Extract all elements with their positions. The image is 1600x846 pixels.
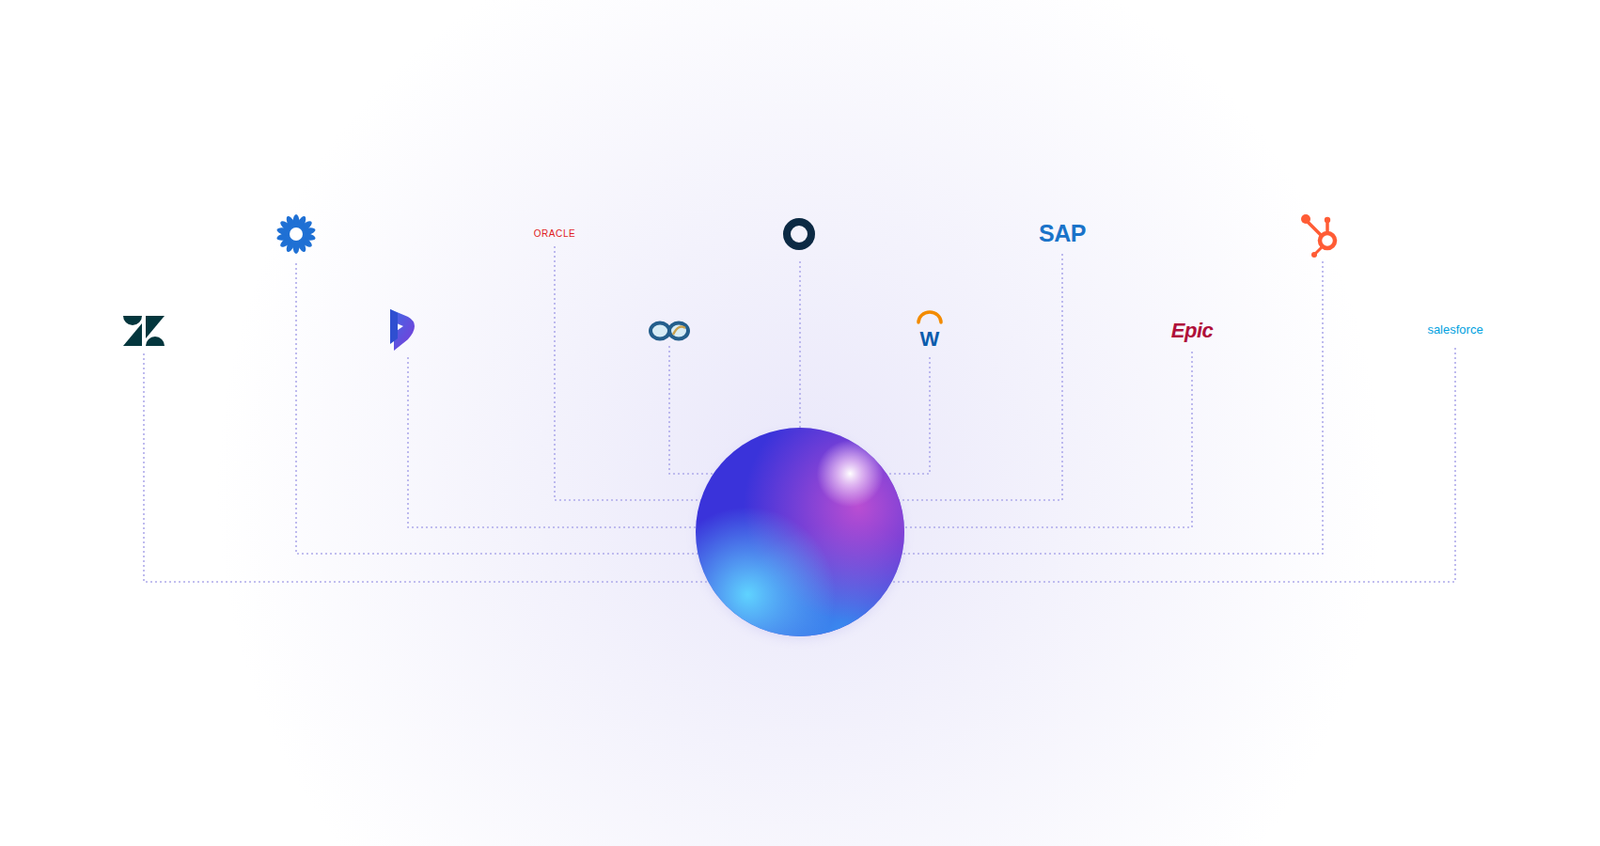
sphere-highlight xyxy=(695,427,905,637)
oracle-wordmark: ORACLE xyxy=(533,229,577,239)
ring-logo xyxy=(786,221,812,247)
logo-center xyxy=(289,227,303,241)
epic-wordmark: Epic xyxy=(1171,320,1213,342)
hubspot-logo xyxy=(1301,214,1335,258)
central-sphere xyxy=(695,427,905,640)
zendesk-logo xyxy=(123,315,165,346)
sap-wordmark: SAP xyxy=(1038,221,1086,246)
dynamics-logo xyxy=(390,309,415,351)
dotted-line xyxy=(799,261,801,433)
sphere-tint xyxy=(695,427,905,637)
infinity-logo xyxy=(650,323,689,340)
sphere-tint xyxy=(695,427,905,637)
workday-logo xyxy=(918,312,942,323)
sphere-base xyxy=(695,427,905,637)
sphere-tint xyxy=(695,427,905,637)
starburst-logo xyxy=(276,214,317,254)
salesforce-wordmark: salesforce xyxy=(1427,323,1483,336)
workday-wordmark: W xyxy=(920,329,941,350)
